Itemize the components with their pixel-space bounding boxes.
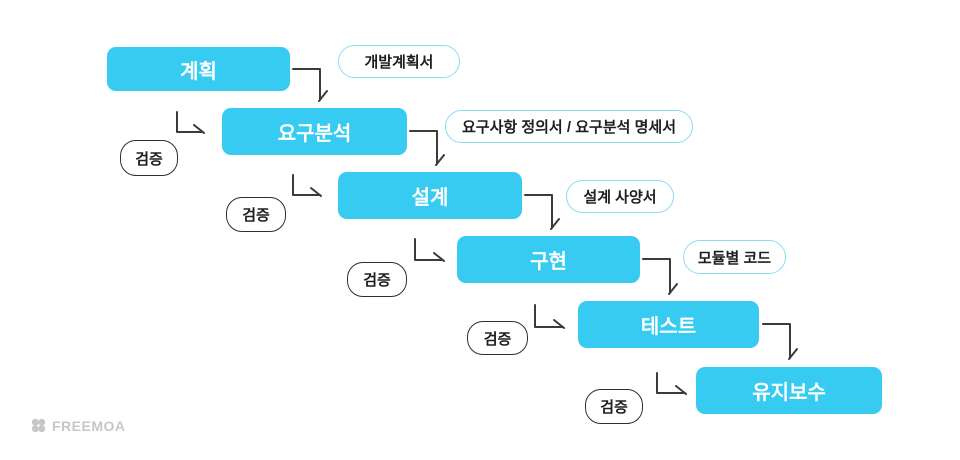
stage-label-maintenance: 유지보수 (752, 382, 826, 404)
verify-label-3: 검증 (363, 272, 391, 289)
verify-label-1: 검증 (135, 150, 163, 168)
stage-box-planning: 계획 (107, 47, 290, 91)
clover-icon (31, 418, 46, 433)
verify-arrow-4 (534, 304, 565, 329)
arrow-requirements-to-design (409, 130, 445, 166)
output-bubble-module-code: 모듈별 코드 (683, 240, 786, 274)
verify-arrow-1 (176, 111, 205, 134)
arrow-planning-to-requirements (292, 68, 328, 102)
arrow-implementation-to-testing (642, 258, 678, 295)
verify-label-4: 검증 (483, 330, 512, 348)
verify-arrow-3 (414, 238, 445, 262)
verify-arrow-2 (292, 174, 322, 197)
output-label-development-plan: 개발계획서 (364, 54, 434, 71)
verify-bubble-4: 검증 (467, 321, 528, 355)
verify-label-2: 검증 (242, 207, 270, 224)
verify-bubble-2: 검증 (226, 197, 286, 232)
stage-box-testing: 테스트 (578, 301, 759, 348)
stage-box-requirements: 요구분석 (222, 108, 407, 155)
stage-label-implementation: 구현 (530, 251, 567, 273)
arrow-design-to-implementation (524, 194, 560, 230)
verify-bubble-1: 검증 (120, 140, 178, 176)
stage-box-maintenance: 유지보수 (696, 367, 882, 414)
stage-box-implementation: 구현 (457, 236, 640, 283)
verify-label-5: 검증 (600, 399, 628, 416)
arrow-testing-to-maintenance (762, 323, 798, 360)
freemoa-logo-text: FREEMOA (52, 417, 126, 434)
verify-bubble-3: 검증 (347, 262, 407, 297)
verify-bubble-5: 검증 (585, 389, 643, 424)
stage-box-design: 설계 (338, 172, 522, 219)
output-bubble-design-spec: 설계 사양서 (566, 180, 674, 213)
stage-label-requirements: 요구분석 (277, 123, 352, 145)
output-label-design-spec: 설계 사양서 (583, 189, 657, 206)
stage-label-planning: 계획 (180, 60, 217, 83)
stage-label-testing: 테스트 (640, 316, 697, 338)
output-label-module-code: 모듈별 코드 (697, 249, 772, 267)
output-label-requirements-spec: 요구사항 정의서 / 요구분석 명세서 (461, 119, 677, 136)
freemoa-logo: FREEMOA (30, 417, 126, 434)
output-bubble-requirements-spec: 요구사항 정의서 / 요구분석 명세서 (445, 110, 693, 143)
verify-arrow-5 (656, 372, 687, 395)
output-bubble-development-plan: 개발계획서 (338, 45, 460, 78)
stage-label-design: 설계 (411, 187, 449, 209)
